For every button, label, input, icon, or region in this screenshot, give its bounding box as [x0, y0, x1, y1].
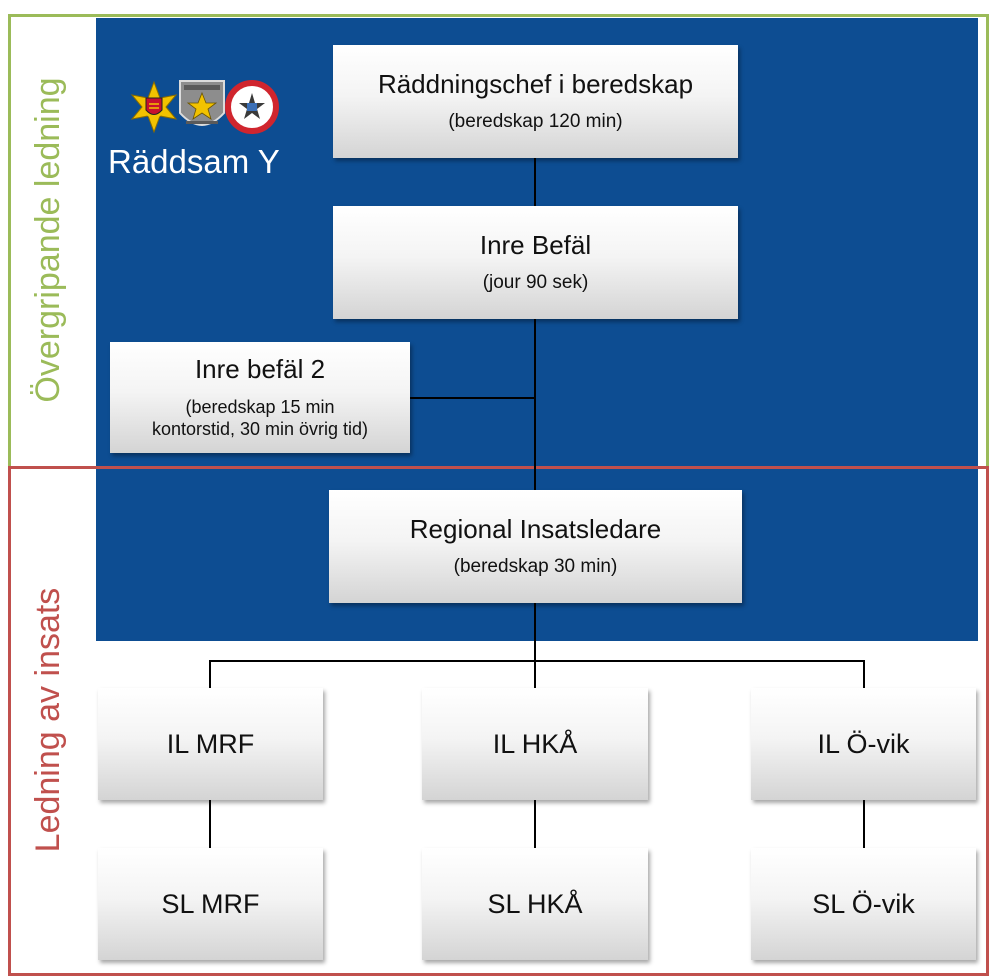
logo-emblems: [130, 80, 279, 134]
node-inre-befal: Inre Befäl (jour 90 sek): [333, 206, 738, 319]
node-title: SL Ö-vik: [812, 888, 915, 919]
connector-il-sl-ovik: [863, 800, 865, 850]
connector-to-il-ovik: [863, 660, 865, 690]
connector-il-sl-mrf: [209, 800, 211, 850]
node-il-mrf: IL MRF: [98, 688, 323, 800]
rescue-star-emblem-icon: [225, 80, 279, 134]
badge-emblem-icon: [179, 80, 225, 126]
node-raddningschef: Räddningschef i beredskap (beredskap 120…: [333, 45, 738, 158]
connector-chief-inre: [534, 158, 536, 208]
node-regional-insatsledare: Regional Insatsledare (beredskap 30 min): [329, 490, 742, 603]
node-inre-befal-2: Inre befäl 2 (beredskap 15 min kontorsti…: [110, 342, 410, 453]
node-title: SL HKÅ: [487, 888, 583, 919]
section-label-overgripande: Övergripande ledning: [29, 77, 67, 403]
node-title: Regional Insatsledare: [409, 513, 662, 544]
node-title: Inre Befäl: [479, 229, 592, 260]
node-title: Räddningschef i beredskap: [377, 68, 694, 99]
node-title: IL MRF: [166, 728, 255, 759]
node-subtitle-line1: (beredskap 15 min: [185, 396, 335, 417]
node-title: IL HKÅ: [492, 728, 578, 759]
connector-inre2-branch: [410, 397, 536, 399]
logo-text: Räddsam Y: [108, 143, 280, 180]
connector-inre-regional: [534, 318, 536, 490]
raddsam-logo: Räddsam Y: [108, 75, 308, 185]
connector-to-il-mrf: [209, 660, 211, 690]
node-il-ovik: IL Ö-vik: [751, 688, 976, 800]
node-sl-mrf: SL MRF: [98, 848, 323, 960]
connector-il-sl-hka: [534, 800, 536, 850]
node-sl-ovik: SL Ö-vik: [751, 848, 976, 960]
section-label-ledning-av-insats: Ledning av insats: [29, 587, 67, 853]
node-subtitle: (jour 90 sek): [482, 271, 589, 293]
connector-regional-down: [534, 603, 536, 689]
node-subtitle: (beredskap 120 min): [448, 110, 623, 132]
node-title: SL MRF: [161, 888, 260, 919]
node-title: IL Ö-vik: [817, 728, 910, 759]
node-sl-hka: SL HKÅ: [422, 848, 648, 960]
connector-horizontal-bar: [209, 660, 865, 662]
node-subtitle: (beredskap 30 min): [453, 555, 618, 577]
node-subtitle-line2: kontorstid, 30 min övrig tid): [151, 419, 369, 440]
county-shield-emblem-icon: [130, 80, 178, 134]
node-il-hka: IL HKÅ: [422, 688, 648, 800]
node-title: Inre befäl 2: [194, 354, 326, 385]
